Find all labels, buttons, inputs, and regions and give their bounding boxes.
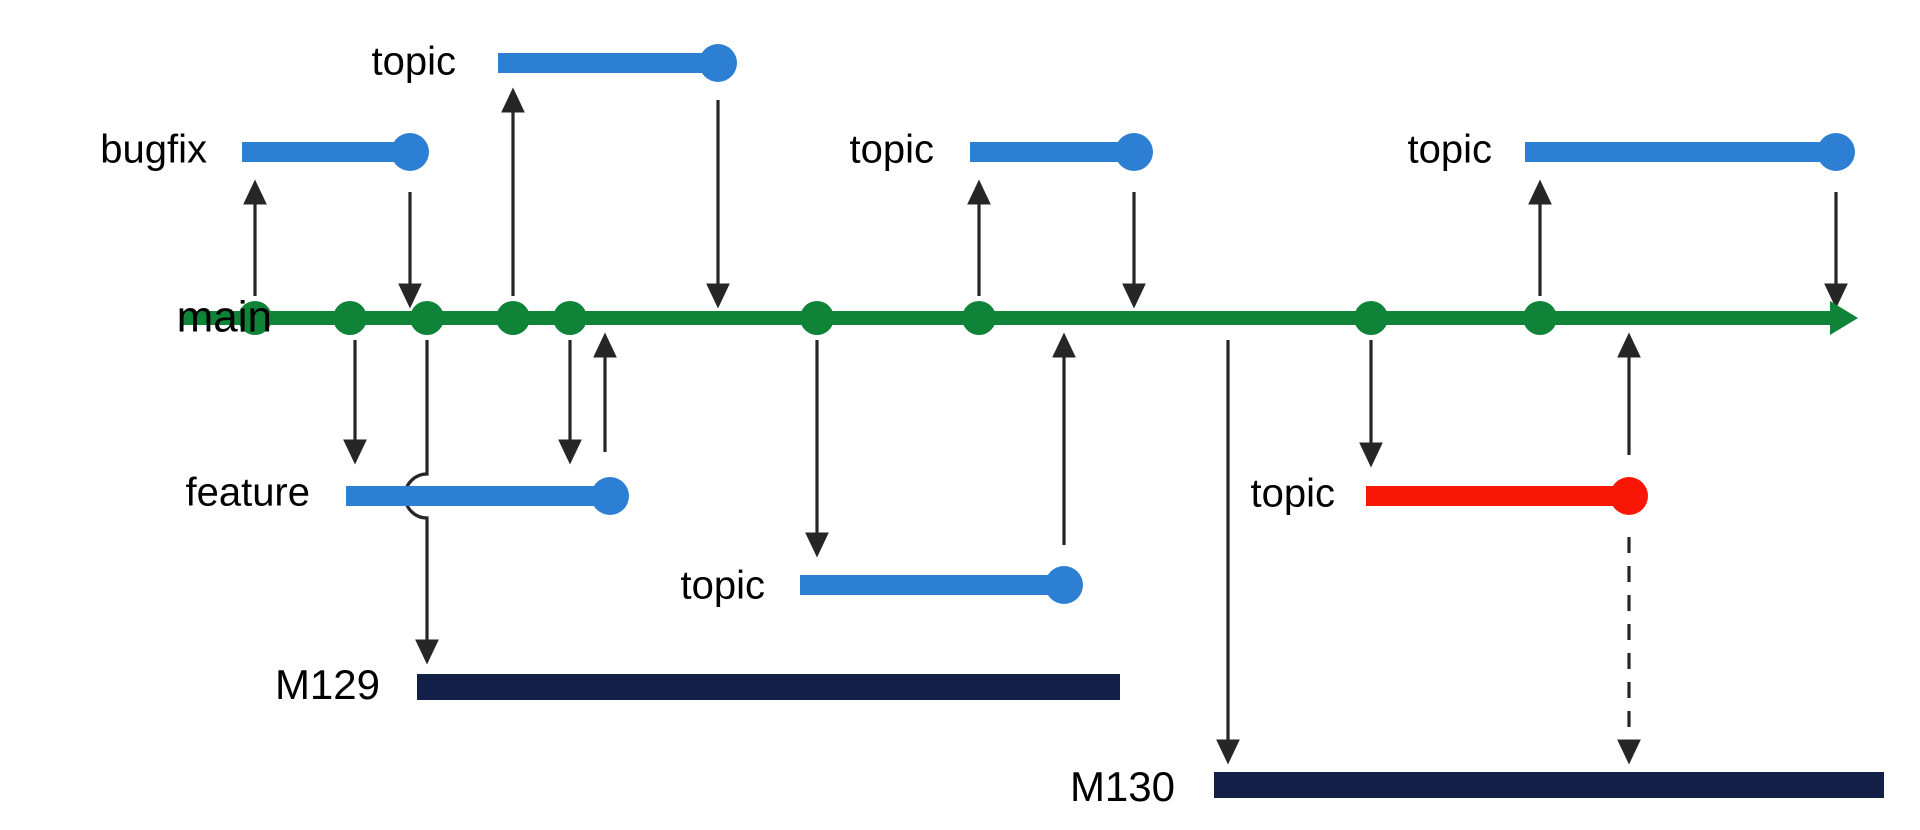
main-branch-layer [182, 301, 1858, 335]
main-commit-dot-6[interactable] [962, 301, 996, 335]
topic-right-tip-dot[interactable] [1817, 133, 1855, 171]
m130-bar[interactable] [1214, 772, 1884, 798]
bugfix-tip-dot[interactable] [391, 133, 429, 171]
feature-tip-dot[interactable] [591, 477, 629, 515]
m130-label: M130 [1070, 763, 1175, 810]
main-commit-dot-1[interactable] [333, 301, 367, 335]
branch-layer [242, 44, 1855, 604]
main-commit-dot-8[interactable] [1523, 301, 1557, 335]
topic-right-label: topic [1408, 128, 1493, 172]
main-commit-dot-2[interactable] [410, 301, 444, 335]
main-commit-dot-4[interactable] [553, 301, 587, 335]
label-layer: main topic bugfix topic topic feature topic top… [100, 40, 1492, 811]
main-commit-dot-7[interactable] [1354, 301, 1388, 335]
main-branch-label: main [177, 293, 272, 342]
topic-top-tip-dot[interactable] [699, 44, 737, 82]
feature-label: feature [185, 471, 310, 515]
main-commit-dot-3[interactable] [496, 301, 530, 335]
bugfix-label: bugfix [100, 128, 207, 172]
topic-low-label: topic [681, 564, 766, 608]
main-commit-dot-0[interactable] [238, 301, 272, 335]
topic-top-label: topic [372, 40, 457, 84]
main-commit-dot-5[interactable] [800, 301, 834, 335]
topic-mid-tip-dot[interactable] [1115, 133, 1153, 171]
topic-mid-label: topic [850, 128, 935, 172]
topic-low-tip-dot[interactable] [1045, 566, 1083, 604]
topic-red-label: topic [1251, 472, 1336, 516]
m129-label: M129 [275, 661, 380, 708]
main-branch-arrowhead [1830, 301, 1858, 335]
arrow-layer [243, 87, 1848, 765]
topic-red-tip-dot[interactable] [1610, 477, 1648, 515]
milestone-layer [417, 674, 1884, 798]
m129-bar[interactable] [417, 674, 1120, 700]
